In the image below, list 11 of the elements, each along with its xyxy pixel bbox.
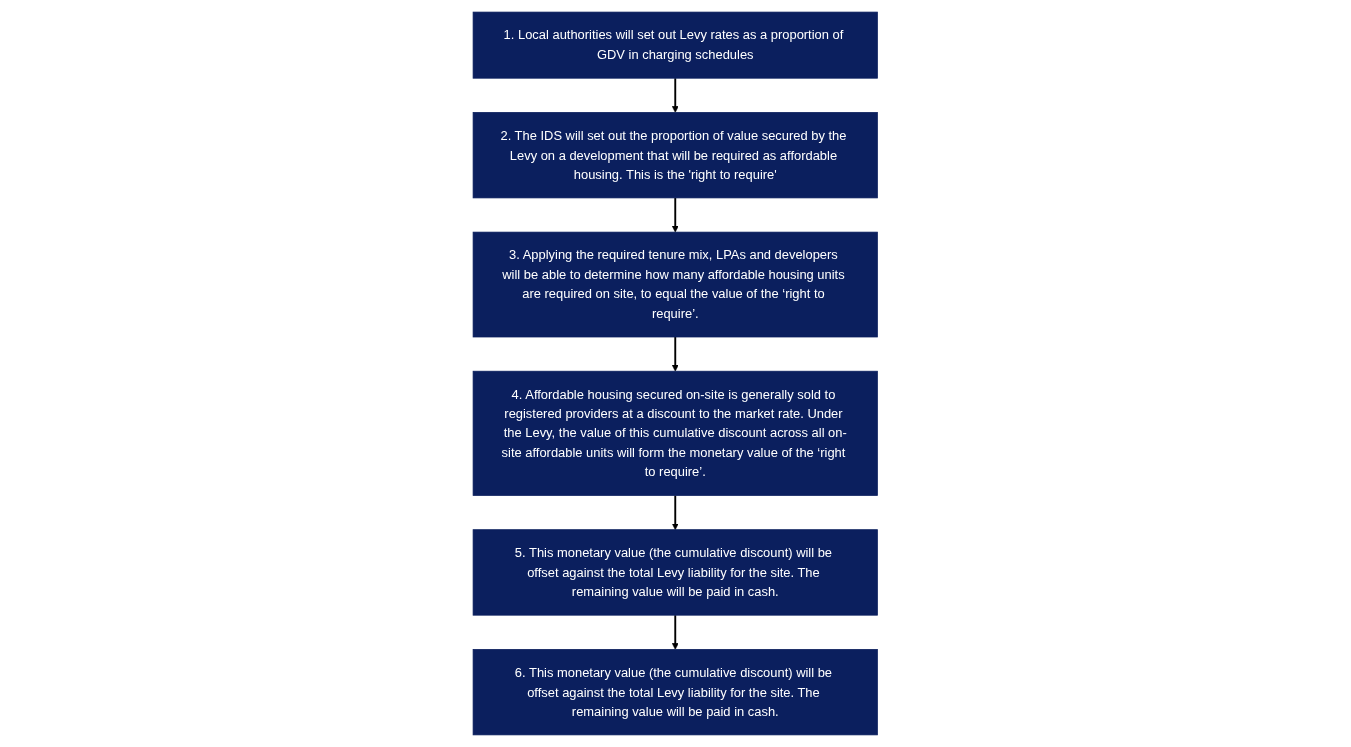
node-box: 1. Local authorities will set out Levy rates as a proportion of GDV in charging schedules — [472, 11, 879, 79]
node-box: 4. Affordable housing secured on-site is generally sold to registered providers at a discount to the market rate. Under the Levy, the value of this cumulative discount across all on-site affordable units will form the monetary value of the ‘right to require’. — [472, 370, 879, 496]
node-box: 6. This monetary value (the cumulative discount) will be offset against the total Levy liability for the site. The remaining value will be paid in cash. — [472, 649, 879, 736]
arrow — [672, 494, 679, 530]
arrow — [672, 336, 679, 372]
node-box: 2. The IDS will set out the proportion of value secured by the Levy on a development that will be required as affordable housing. This is the 'right to require' — [472, 112, 879, 199]
node-box: 3. Applying the required tenure mix, LPAs and developers will be able to determine how many affordable housing units are required on site, to equal the value of the ‘right to require’. — [472, 231, 879, 338]
node-box: 5. This monetary value (the cumulative discount) will be offset against the total Levy liability for the site. The remaining value will be paid in cash. — [472, 529, 879, 616]
arrow — [672, 614, 679, 650]
arrow — [672, 197, 679, 233]
arrow — [672, 77, 679, 113]
